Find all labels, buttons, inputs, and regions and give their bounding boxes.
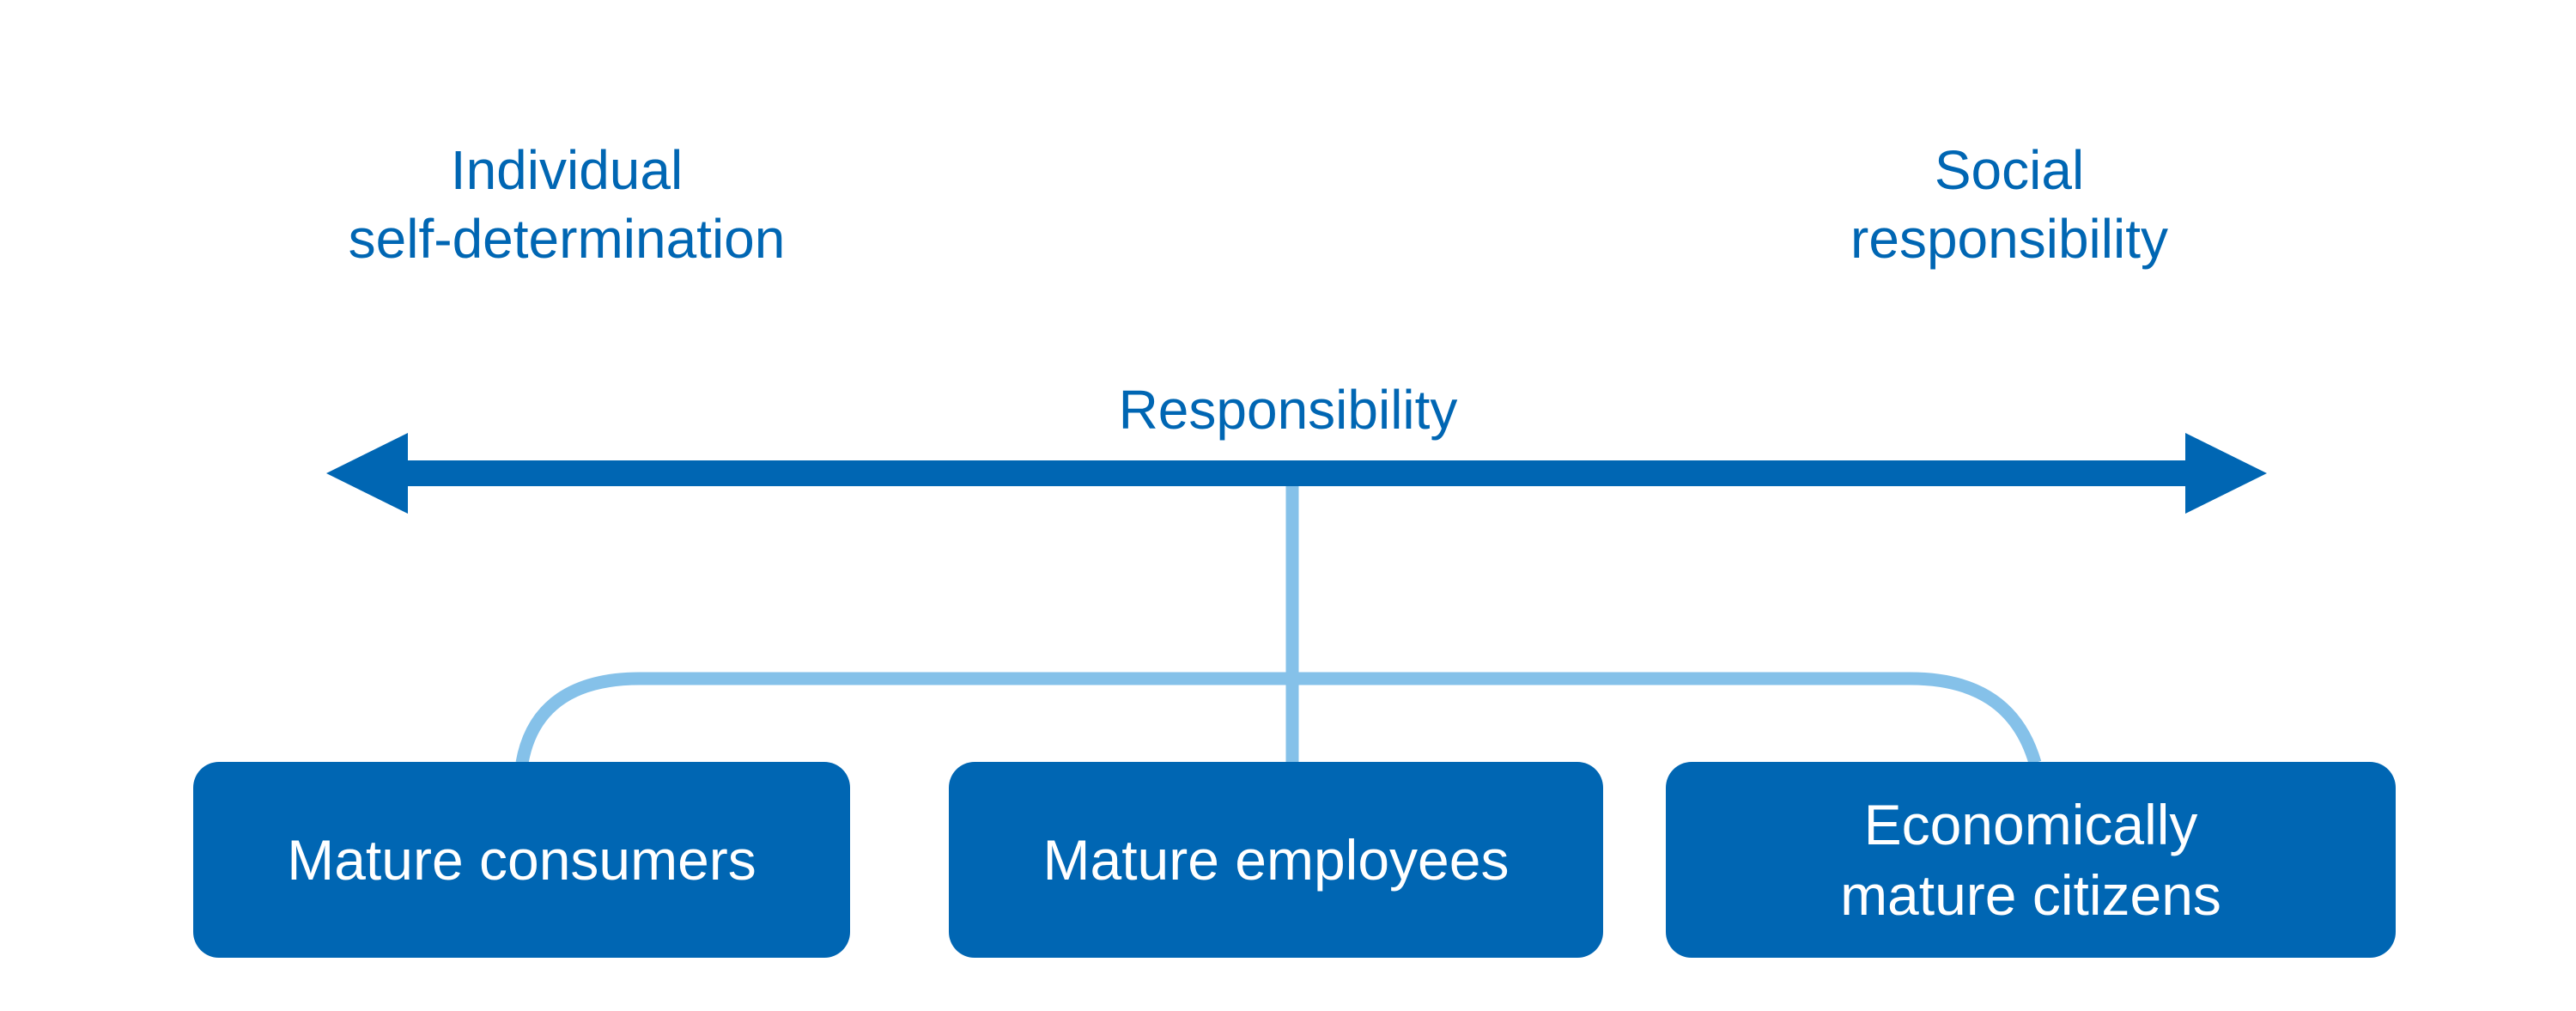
box-economically-mature-citizens: Economically mature citizens [1666, 762, 2396, 958]
box-citizens-line-1: Economically [1863, 793, 2198, 856]
connector-lines [515, 486, 2042, 765]
box-mature-employees-text: Mature employees [1042, 828, 1510, 892]
arrow-shaft [404, 460, 2198, 486]
branch-connector [515, 672, 2042, 765]
double-arrow [326, 433, 2267, 514]
box-mature-consumers-text: Mature consumers [287, 828, 756, 892]
left-pole-label: Individual self-determination [309, 136, 824, 273]
box-citizens-line-2: mature citizens [1840, 863, 2221, 927]
axis-label: Responsibility [1030, 375, 1546, 444]
left-pole-label-line-2: self-determination [348, 208, 786, 270]
arrow-head-right [2185, 433, 2267, 514]
right-pole-label-line-1: Social [1934, 139, 2085, 201]
right-pole-label-line-2: responsibility [1850, 208, 2168, 270]
right-pole-label: Social responsibility [1752, 136, 2267, 273]
box-mature-consumers: Mature consumers [193, 762, 850, 958]
axis-label-text: Responsibility [1118, 379, 1458, 441]
arrow-head-left [326, 433, 408, 514]
left-pole-label-line-1: Individual [450, 139, 683, 201]
box-mature-employees: Mature employees [949, 762, 1603, 958]
